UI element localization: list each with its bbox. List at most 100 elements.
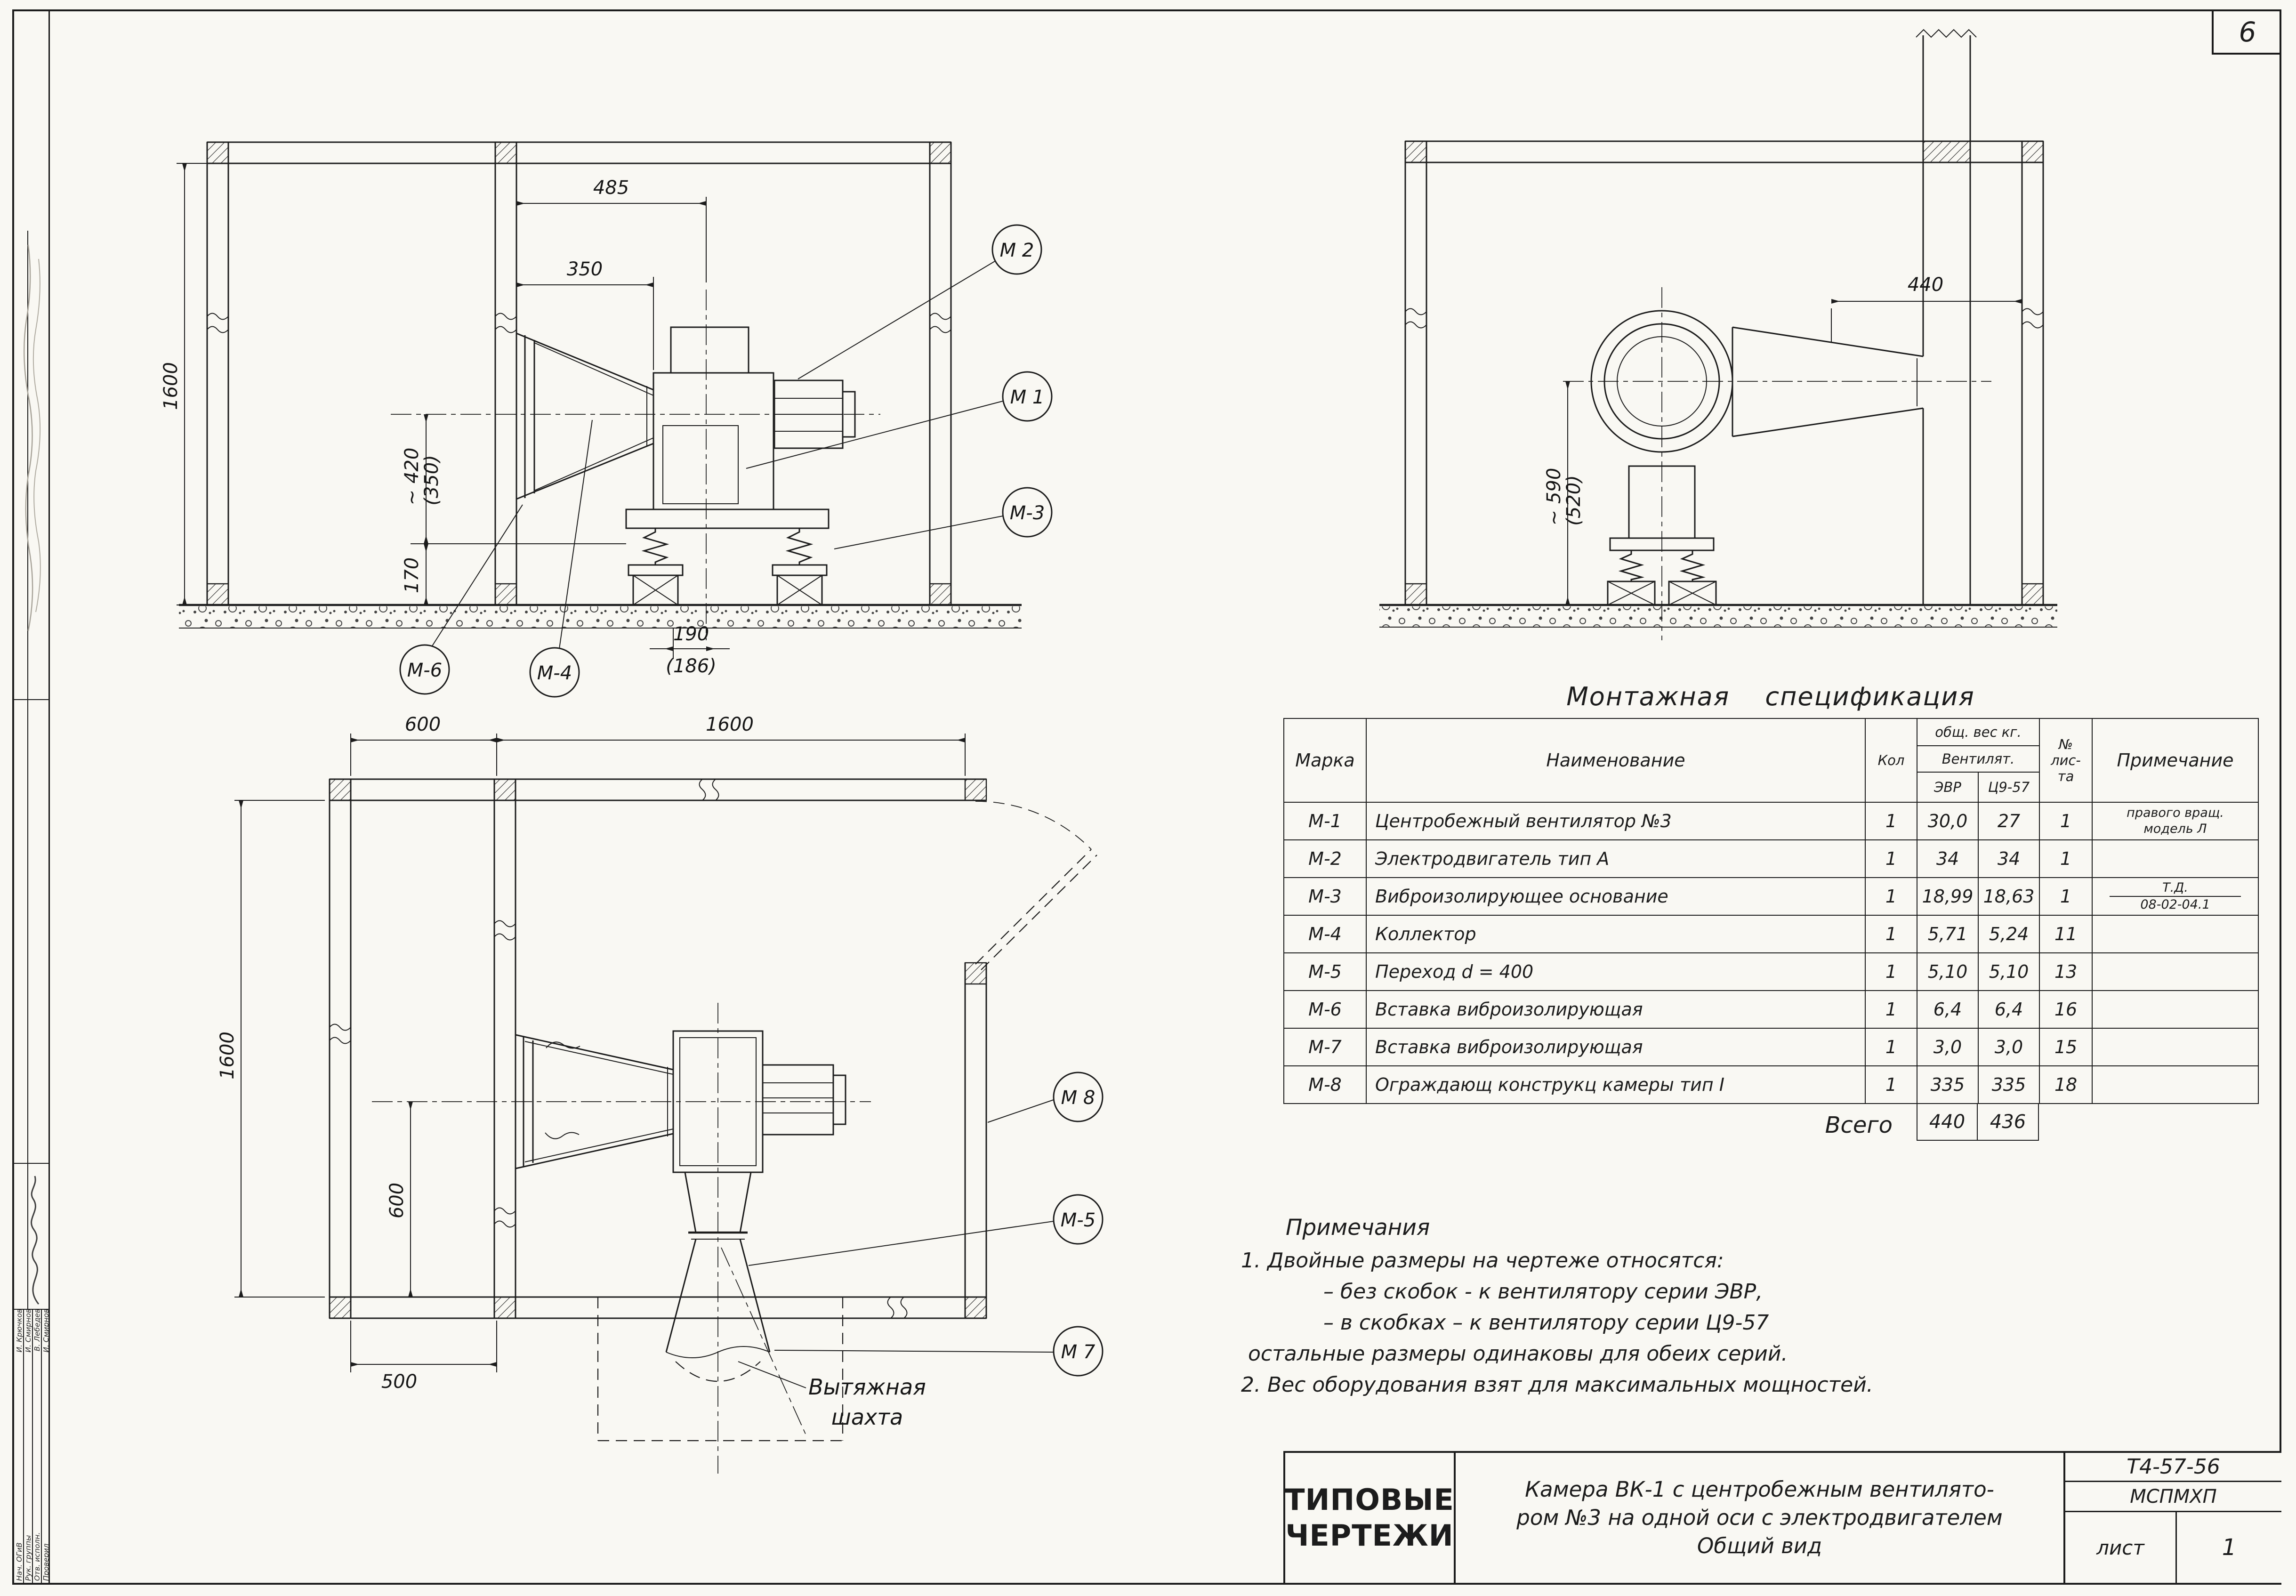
dimensions-plan: 600 1600 1600 600 500: [217, 714, 966, 1393]
callout-m3: М-3: [1010, 502, 1045, 524]
signature-divider-3: [41, 1309, 42, 1583]
dim-485: 485: [593, 177, 629, 199]
cell-sheet: 15: [2039, 1028, 2093, 1066]
callout-circle-m7: [1053, 1326, 1104, 1377]
callout-circle-m8: [1053, 1072, 1104, 1122]
callout-m2: М 2: [1000, 240, 1034, 261]
cell-sheet: 1: [2039, 839, 2093, 878]
signature-row-2: Рук. группы И. Смирнов: [24, 1309, 32, 1581]
dim-590: ~ 590: [1543, 468, 1565, 526]
callout-m8: М 8: [1061, 1087, 1096, 1109]
sheet-value: 1: [2175, 1512, 2281, 1583]
signature-name: И. Смирнов: [24, 1309, 32, 1353]
sheet-frame: [12, 9, 2281, 1585]
plan-view-drawing: 600 1600 1600 600 500 Вытяжная шахта М 8…: [217, 714, 1104, 1474]
exhaust-shaft-outline: [597, 1297, 844, 1442]
spec-table-title: Монтажная спецификация: [1566, 682, 1975, 711]
signature-row-1: Нач. ОГиВ И. Крючков: [15, 1309, 24, 1581]
signature-name: И. Смирнов: [41, 1309, 50, 1353]
cell-note: [2092, 915, 2259, 953]
cell-note: Т.Д. 08-02-04.1: [2092, 877, 2259, 916]
cell-name: Центробежный вентилятор №3: [1366, 802, 1866, 840]
notes-line-1a: – без скобок - к вентилятору серии ЭВР,: [1323, 1280, 1763, 1304]
cell-note: [2092, 990, 2259, 1029]
cell-qty: 1: [1865, 952, 1917, 991]
sheet-cell: лист 1: [2065, 1512, 2281, 1583]
centerlines-front: [391, 290, 880, 640]
callout-circle-m6: [399, 644, 450, 695]
dim-190: 190: [673, 623, 709, 645]
signature-divider-2: [32, 1309, 33, 1583]
cell-mark: М-1: [1283, 802, 1367, 840]
signature-row-4: Проверил И. Смирнов: [41, 1309, 50, 1581]
sheet-number-box: 6: [2212, 11, 2281, 55]
cell-name: Ограждающ конструкц камеры тип I: [1366, 1065, 1866, 1104]
cell-sheet: 18: [2039, 1065, 2093, 1104]
subject-line-3: Общий вид: [1697, 1533, 1822, 1558]
header-weight-sub: Вентилят.: [1916, 745, 2040, 773]
spec-row-m3: М-3 Виброизолирующее основание 1 18,99 1…: [1283, 877, 2259, 916]
cell-qty: 1: [1865, 802, 1917, 840]
cell-name: Вставка виброизолирующая: [1366, 1028, 1866, 1066]
cell-evr: 5,10: [1917, 952, 1979, 991]
cell-sheet: 16: [2039, 990, 2093, 1029]
cell-note-bottom: 08-02-04.1: [2140, 897, 2210, 912]
shaft-label: Вытяжная шахта: [738, 1361, 926, 1430]
callout-circle-m2: [991, 224, 1042, 275]
sheet-number: 6: [2239, 16, 2256, 48]
spec-row-m7: М-7 Вставка виброизолирующая 1 3,0 3,0 1…: [1283, 1028, 2259, 1066]
dim-1600-top: 1600: [706, 714, 754, 735]
cell-c957: 18,63: [1977, 877, 2040, 916]
cell-sheet: 1: [2039, 877, 2093, 916]
cell-name: Вставка виброизолирующая: [1366, 990, 1866, 1029]
signature-row-3: Отв. исполн. В. Лебедев: [32, 1309, 41, 1581]
front-view-drawing: 485 350 1600 ~ 420 (350) 170 190 (186) М…: [160, 141, 1053, 698]
signature-role: Отв. исполн.: [32, 1532, 41, 1581]
notes-line-2: 2. Вес оборудования взят для максимальны…: [1241, 1373, 1873, 1397]
fan-assembly-side: [1590, 310, 1924, 606]
spec-row-m1: М-1 Центробежный вентилятор №3 1 30,0 27…: [1283, 802, 2259, 840]
cell-c957: 335: [1977, 1065, 2040, 1104]
header-c957: Ц9-57: [1977, 772, 2040, 803]
cell-note-bottom: модель Л: [2143, 822, 2207, 836]
cell-note-top: Т.Д.: [2110, 880, 2241, 897]
cell-qty: 1: [1865, 839, 1917, 878]
cell-note: [2092, 839, 2259, 878]
door-swing: [975, 801, 1097, 970]
cell-evr: 335: [1917, 1065, 1979, 1104]
cell-note: [2092, 1065, 2259, 1104]
doc-number: Т4-57-56: [2065, 1453, 2281, 1482]
cell-note: [2092, 1028, 2259, 1066]
side-view-drawing: 440 ~ 590 (520): [1379, 29, 2057, 640]
title-block-subject: Камера ВК-1 с центробежным вентилято- ро…: [1454, 1453, 2063, 1583]
callout-m4: М-4: [537, 662, 572, 684]
callout-m5: М-5: [1061, 1209, 1096, 1231]
cell-mark: М-3: [1283, 877, 1367, 916]
cell-c957: 3,0: [1977, 1028, 2040, 1066]
spec-table-container: Марка Наименование Кол общ. вес кг. № ли…: [1283, 718, 2259, 1104]
margin-inner-line: [27, 231, 28, 1309]
callouts-plan: М 8 М-5 М 7: [748, 1072, 1104, 1377]
spec-row-m6: М-6 Вставка виброизолирующая 1 6,4 6,4 1…: [1283, 990, 2259, 1029]
cell-c957: 34: [1977, 839, 2040, 878]
spec-row-m4: М-4 Коллектор 1 5,71 5,24 11: [1283, 915, 2259, 953]
callouts-front: М 2 М 1 М-3 М-6 М-4: [399, 224, 1053, 698]
header-qty: Кол: [1865, 718, 1917, 803]
margin-cell-line-1: [13, 699, 49, 700]
dim-590-alt: (520): [1563, 475, 1585, 526]
cell-qty: 1: [1865, 1028, 1917, 1066]
callout-circle-m4: [529, 647, 580, 698]
org-line-2: ЧЕРТЕЖИ: [1285, 1518, 1454, 1553]
spec-row-m2: М-2 Электродвигатель тип А 1 34 34 1: [1283, 839, 2259, 878]
cell-name: Переход d = 400: [1366, 952, 1866, 991]
notes-section: Примечания 1. Двойные размеры на чертеже…: [1241, 1212, 2183, 1401]
dim-600-left: 600: [386, 1183, 408, 1218]
cell-evr: 34: [1917, 839, 1979, 878]
header-note: Примечание: [2092, 718, 2259, 803]
foundation-side: [1379, 604, 2057, 628]
dim-170: 170: [401, 557, 423, 593]
callout-m1: М 1: [1010, 387, 1045, 408]
callout-m6: М-6: [407, 660, 442, 681]
spec-table: Марка Наименование Кол общ. вес кг. № ли…: [1283, 718, 2259, 1104]
